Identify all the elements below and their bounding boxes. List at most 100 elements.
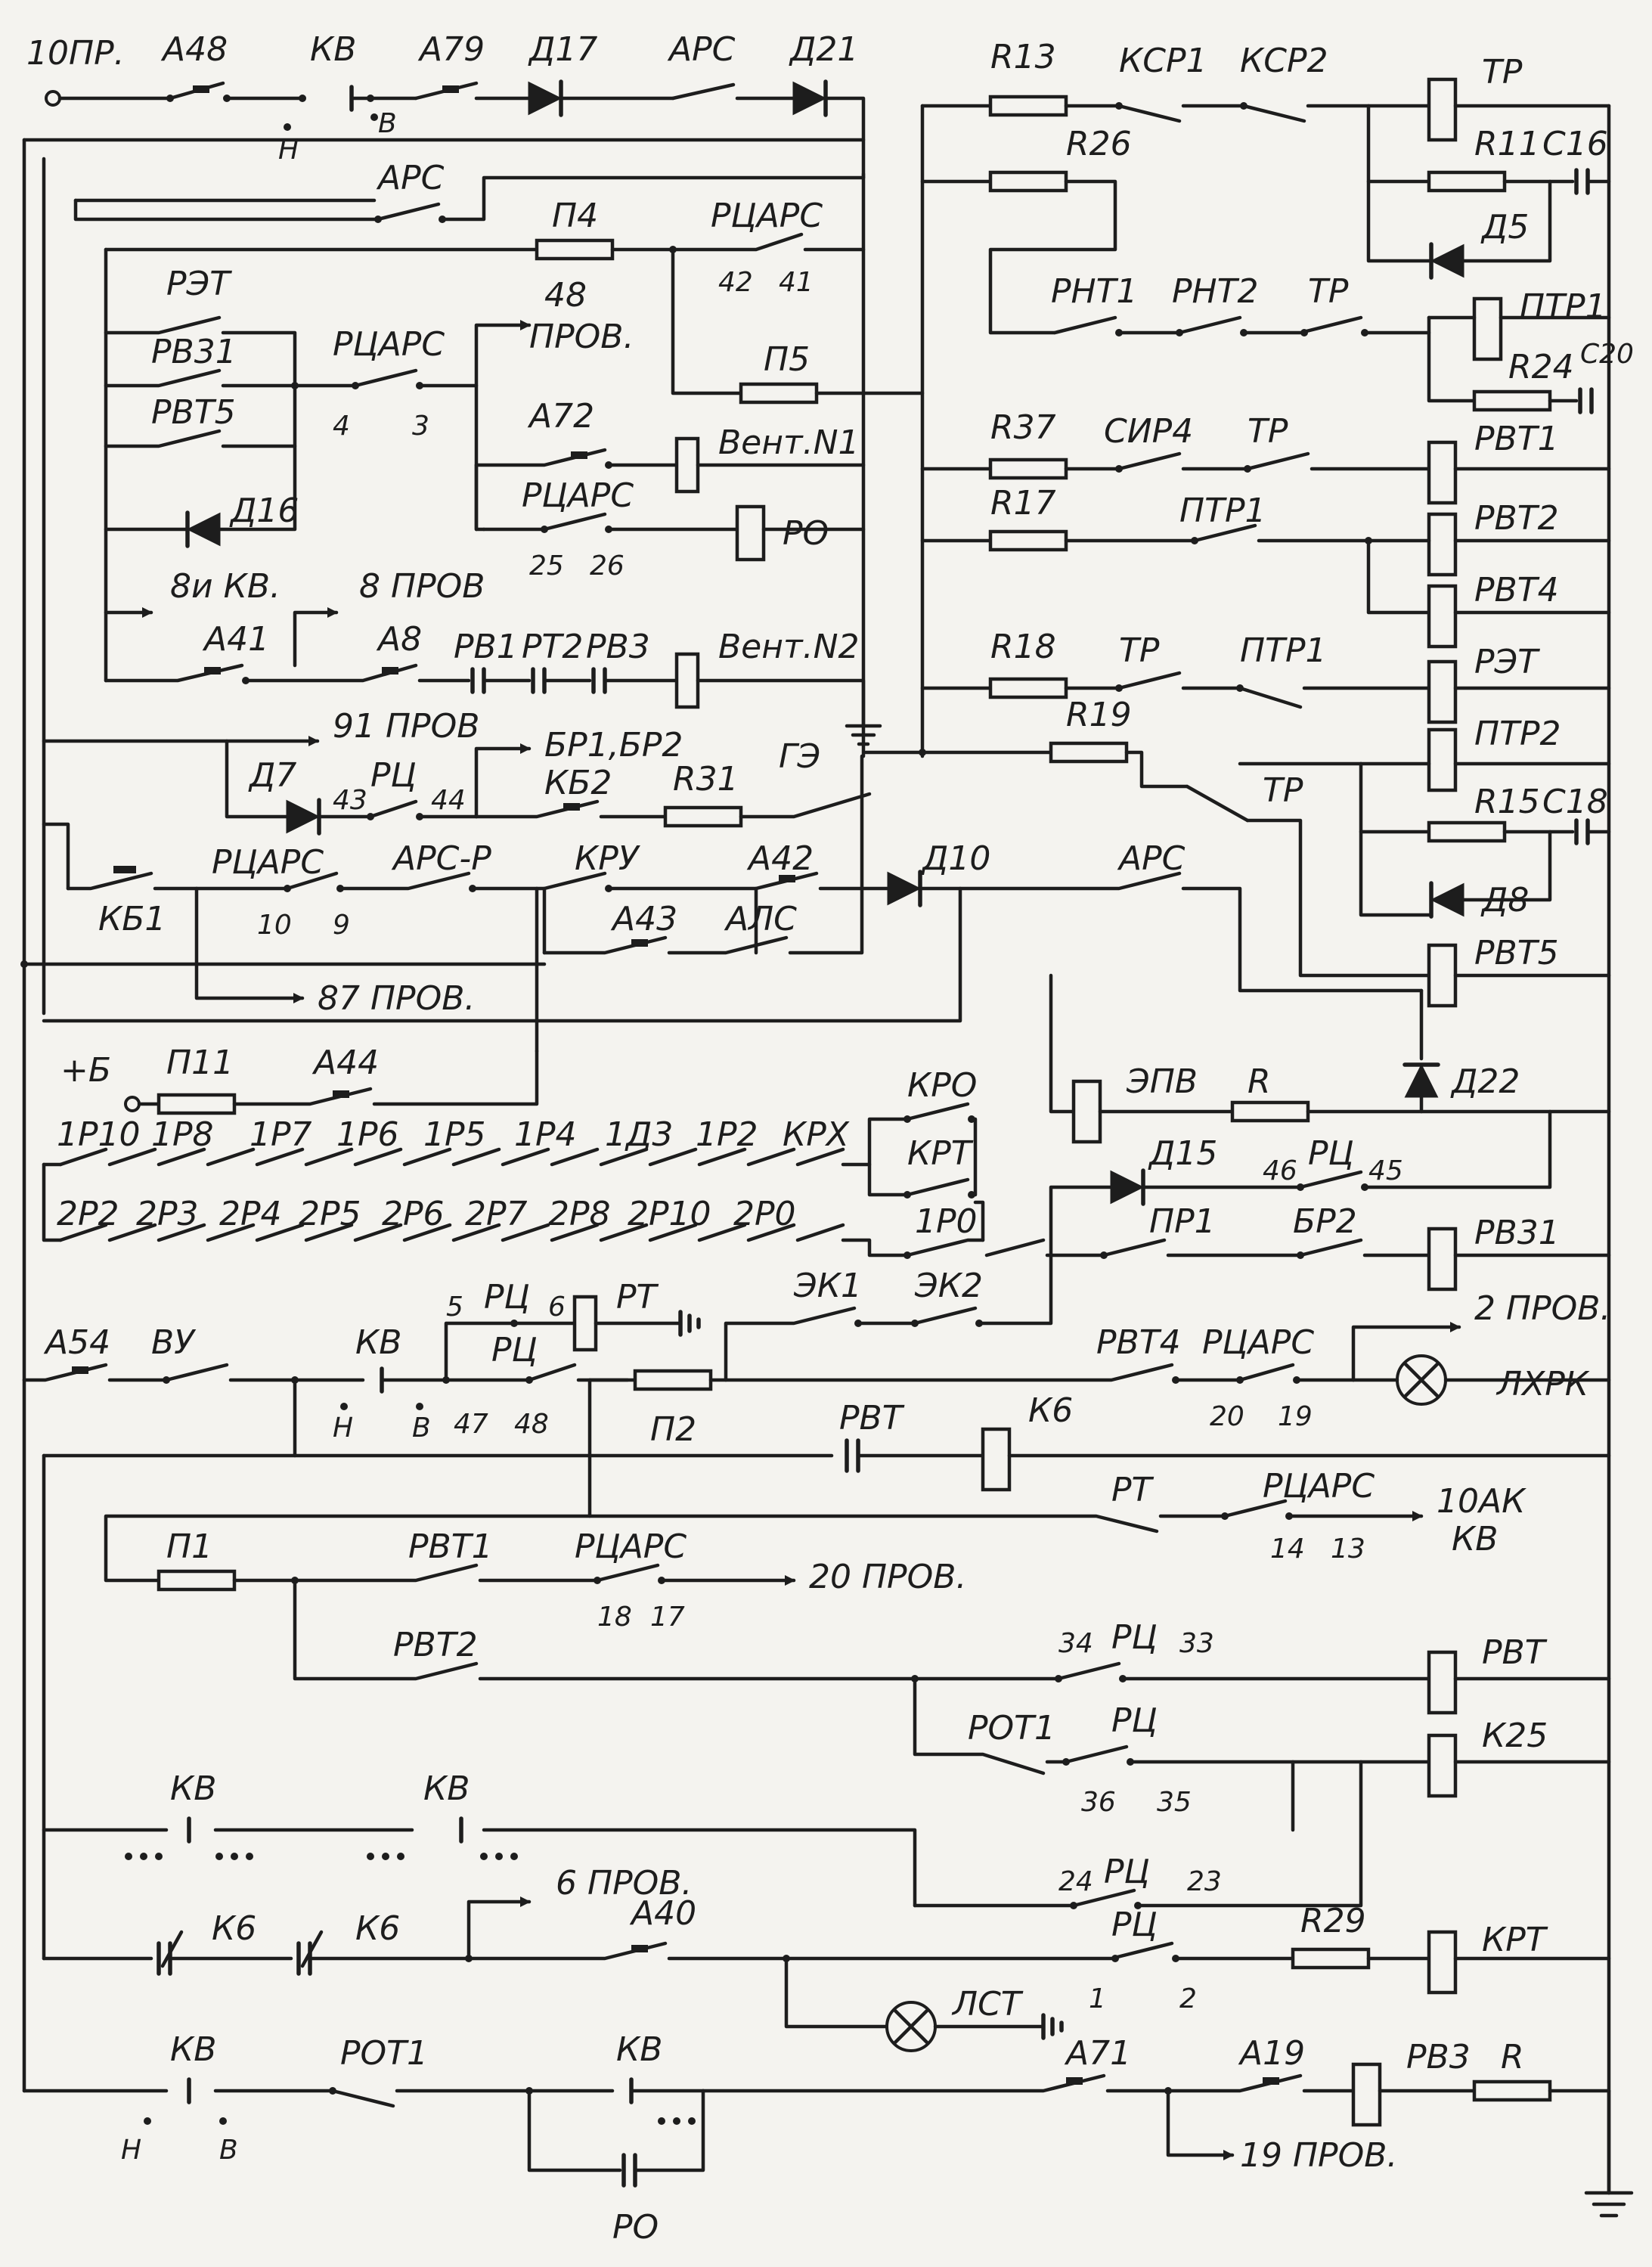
label-tr2: ТР (1308, 272, 1349, 311)
label-a79: А79 (417, 30, 485, 69)
label-2r2: 2Р2 (57, 1195, 119, 1233)
ro-coil (735, 504, 766, 562)
label-rvt1: РВТ1 (408, 1527, 493, 1566)
label-tr1: ТР (1482, 53, 1523, 91)
label-rvt5a: РВТ5 (1474, 934, 1559, 972)
label-43: 43 (333, 785, 367, 816)
label-tr4: ТР (1119, 631, 1160, 670)
label-rcars6: РЦАРС (1263, 1467, 1375, 1506)
label-vent2: Вент.N2 (718, 628, 860, 666)
a54-section (22, 1253, 1634, 2218)
label-14: 14 (1270, 1534, 1305, 1565)
label-p4: П4 (552, 197, 598, 235)
label-ars-top: АРС (667, 30, 736, 69)
label-r26: R26 (1066, 125, 1132, 163)
label-rvt2a: РВТ2 (1474, 499, 1559, 538)
label-ars2: АРС (376, 159, 445, 197)
k25-coil (1427, 1733, 1458, 1798)
label-10pr: 10ПР. (26, 34, 125, 73)
label-rvt5: РВТ5 (151, 393, 236, 432)
label-a41: А41 (202, 620, 269, 659)
rvt4-coil (1427, 584, 1458, 649)
label-kv5: КВ (170, 2030, 216, 2069)
label-krt2: КРТ (1482, 1921, 1548, 1959)
label-a19: А19 (1238, 2034, 1305, 2073)
label-tr5: ТР (1263, 771, 1303, 810)
label-h3: Н (121, 2135, 141, 2166)
label-a42: А42 (746, 839, 814, 878)
resistor-r18 (988, 677, 1068, 699)
label-d21: Д21 (789, 30, 858, 69)
resistor-r15 (1427, 820, 1507, 843)
label-2r4: 2Р4 (219, 1195, 282, 1233)
label-41: 41 (779, 267, 814, 298)
label-46: 46 (1263, 1155, 1297, 1186)
resistor-r19 (1049, 741, 1129, 764)
label-kv4: КВ (423, 1769, 470, 1808)
label-reta: РЭТ (1474, 643, 1540, 681)
label-2r10: 2Р10 (628, 1195, 711, 1233)
label-rv31a: РВ31 (1474, 1214, 1560, 1252)
label-pr1: ПР1 (1149, 1202, 1216, 1241)
label-ksr2: КСР2 (1240, 42, 1328, 80)
label-c18: С18 (1542, 783, 1608, 821)
label-br2: БР2 (1293, 1202, 1357, 1241)
label-rcars1: РЦАРС (711, 197, 823, 235)
label-ge: ГЭ (779, 737, 820, 776)
label-d10: Д10 (921, 839, 990, 878)
diode-d21 (792, 81, 827, 116)
label-p11: П11 (166, 1044, 234, 1082)
label-1r4: 1Р4 (514, 1115, 577, 1154)
label-1r10: 1Р10 (57, 1115, 141, 1154)
label-18: 18 (597, 1602, 632, 1633)
label-34: 34 (1058, 1628, 1093, 1659)
label-rc4: РЦ (491, 1331, 538, 1369)
label-19prov: 19 ПРОВ. (1240, 2136, 1397, 2175)
label-rvt-c: РВТ (839, 1399, 905, 1437)
label-ars3: АРС (1117, 839, 1186, 878)
label-9: 9 (333, 910, 350, 941)
label-rvt-coil: РВТ (1482, 1633, 1548, 1672)
label-rc1: РЦ (370, 756, 417, 795)
label-rc3: РЦ (484, 1278, 530, 1316)
rv31-coil (1427, 1227, 1458, 1292)
label-rc2: РЦ (1308, 1134, 1354, 1173)
label-r15: R15 (1474, 783, 1540, 821)
label-20: 20 (1210, 1401, 1244, 1432)
diode-d17 (528, 81, 563, 116)
label-19: 19 (1278, 1401, 1313, 1432)
ptr1-coil (1472, 296, 1503, 361)
label-a8: А8 (376, 620, 422, 659)
label-h1: Н (278, 135, 299, 166)
label-rb: R (1501, 2038, 1524, 2076)
label-d17: Д17 (528, 30, 597, 69)
k6-coil (981, 1427, 1012, 1492)
resistor-r11 (1427, 170, 1507, 193)
resistor-r24 (1472, 389, 1552, 412)
label-kv2: КВ (355, 1323, 401, 1362)
label-rcars3: РЦАРС (522, 476, 634, 515)
label-2r6: 2Р6 (382, 1195, 445, 1233)
label-33: 33 (1179, 1628, 1214, 1659)
label-10ak: 10АК (1437, 1482, 1526, 1521)
label-p1: П1 (166, 1527, 212, 1566)
label-35: 35 (1157, 1787, 1192, 1818)
label-6: 6 (548, 1292, 566, 1323)
plus-b-section (42, 1049, 1611, 1292)
label-ro: РО (783, 514, 829, 553)
label-d22: Д22 (1450, 1062, 1520, 1101)
diode-d16 (186, 512, 221, 547)
label-ret: РЭТ (166, 265, 232, 303)
rvt2-coil (1427, 512, 1458, 577)
fuse-p1 (157, 1569, 237, 1592)
label-d7: Д7 (248, 756, 296, 795)
label-3: 3 (412, 411, 429, 442)
label-47: 47 (454, 1409, 488, 1440)
label-ptr1b: ПТР1 (1179, 492, 1266, 530)
resistor-r13 (988, 95, 1068, 117)
label-42: 42 (718, 267, 753, 298)
label-r11: R11 (1474, 125, 1540, 163)
label-2prov: 2 ПРОВ. (1474, 1289, 1610, 1328)
label-1: 1 (1089, 1983, 1106, 2014)
